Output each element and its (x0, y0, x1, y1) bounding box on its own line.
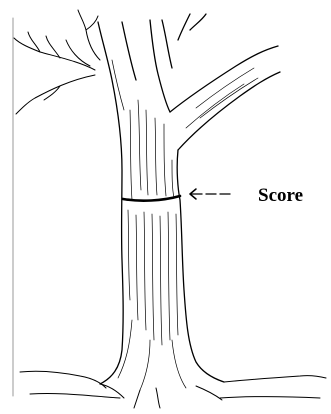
roots-and-ground (19, 370, 327, 409)
bark-texture (111, 59, 259, 391)
left-twigs (13, 9, 101, 115)
trunk-outline (97, 13, 281, 385)
score-arrow (189, 188, 231, 200)
score-label: Score (258, 185, 304, 206)
score-ring (121, 194, 182, 202)
